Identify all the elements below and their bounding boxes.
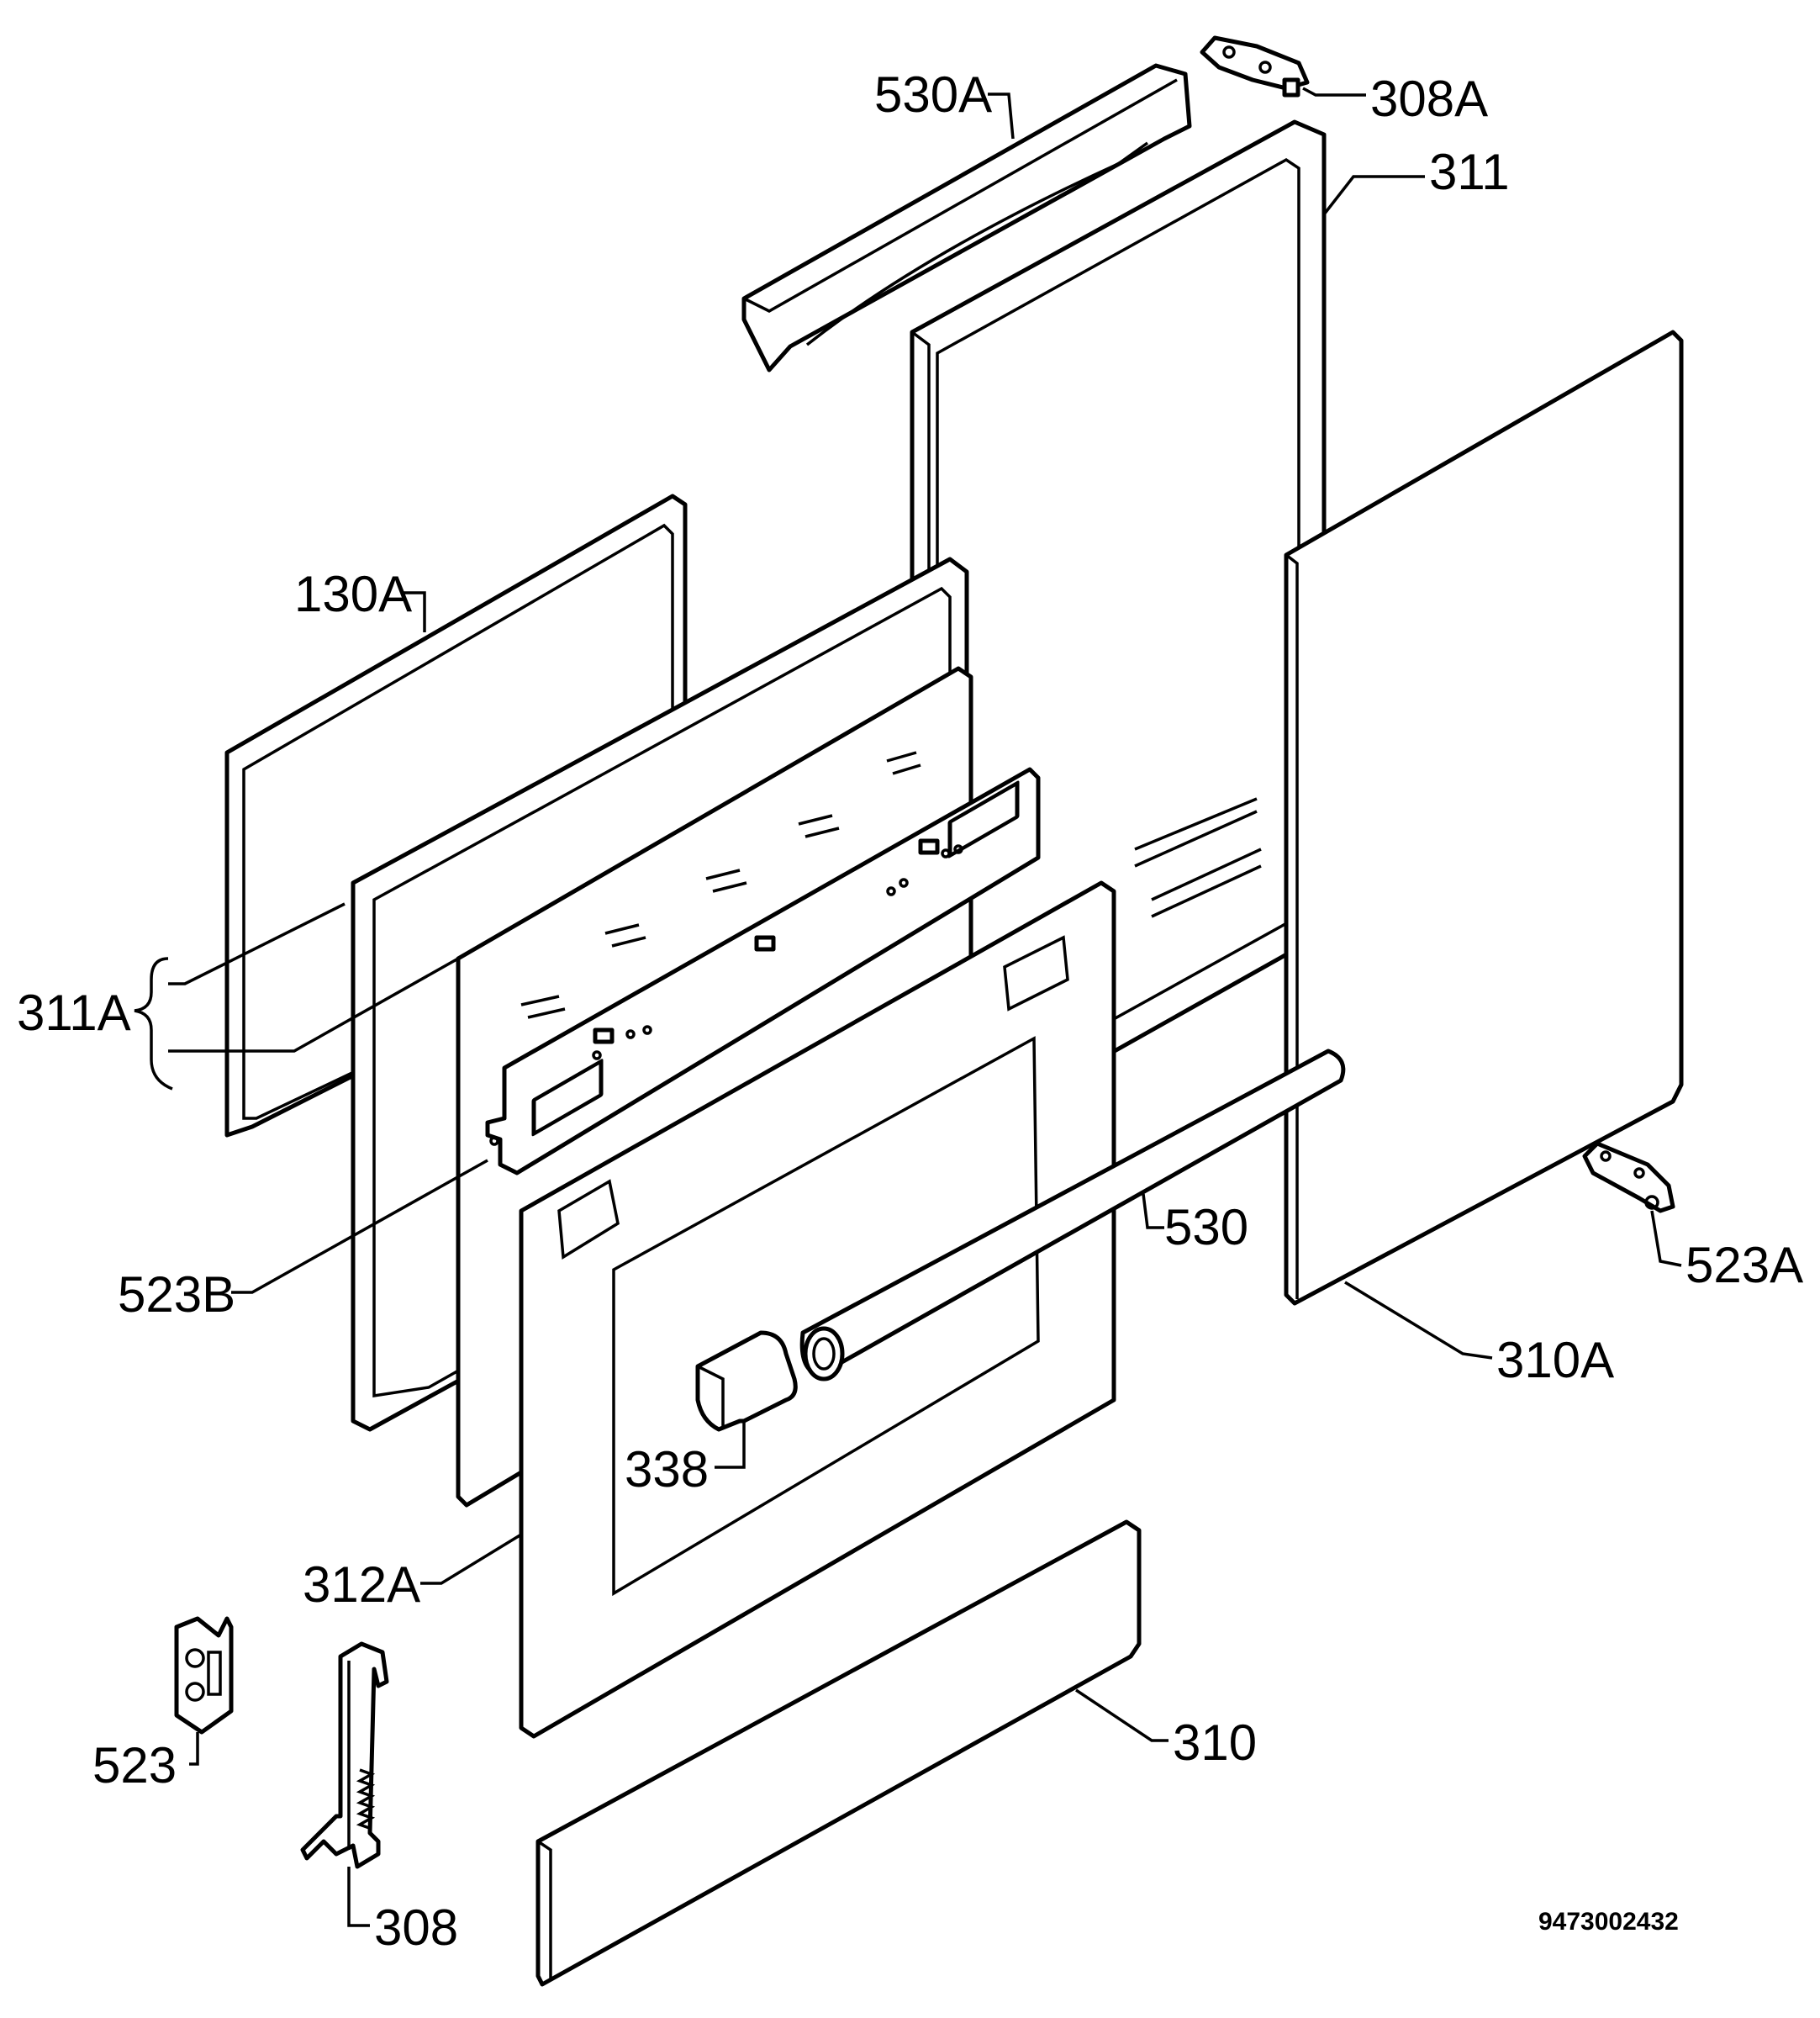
part-523B-bracket-strip (485, 767, 1041, 1175)
callout-311A: 311A (17, 985, 131, 1041)
part-308A-top-hinge (1200, 35, 1310, 98)
callout-338: 338 (625, 1441, 709, 1498)
diagram-number: 9473002432 (1538, 1908, 1679, 1936)
part-530-handle-bar (799, 1049, 1346, 1381)
callout-523: 523 (92, 1737, 177, 1793)
callout-523B: 523B (118, 1266, 235, 1323)
callout-311: 311 (1429, 144, 1510, 200)
callout-310: 310 (1173, 1714, 1257, 1771)
leader-lines (134, 87, 1682, 1927)
callout-308A: 308A (1370, 71, 1488, 127)
callout-308: 308 (374, 1899, 458, 1956)
part-338-handle-end-cap (695, 1330, 798, 1432)
callout-523A: 523A (1685, 1237, 1803, 1293)
part-312A-outer-door-panel (519, 880, 1116, 1739)
callout-530A: 530A (874, 66, 992, 123)
part-310-bottom-trim (535, 1519, 1142, 1987)
part-523A-hinge-bracket (1582, 1141, 1675, 1213)
part-308-hinge-arm (300, 1641, 389, 1869)
part-523-hinge-plate (174, 1616, 234, 1735)
callout-312A: 312A (303, 1556, 420, 1613)
part-530A-top-trim (741, 63, 1192, 372)
glass-reflection-marks (1134, 797, 1262, 918)
callout-530: 530 (1164, 1199, 1248, 1255)
callout-130A: 130A (294, 566, 412, 622)
part-310A-outer-glass (1284, 330, 1684, 1306)
callout-310A: 310A (1496, 1332, 1614, 1388)
